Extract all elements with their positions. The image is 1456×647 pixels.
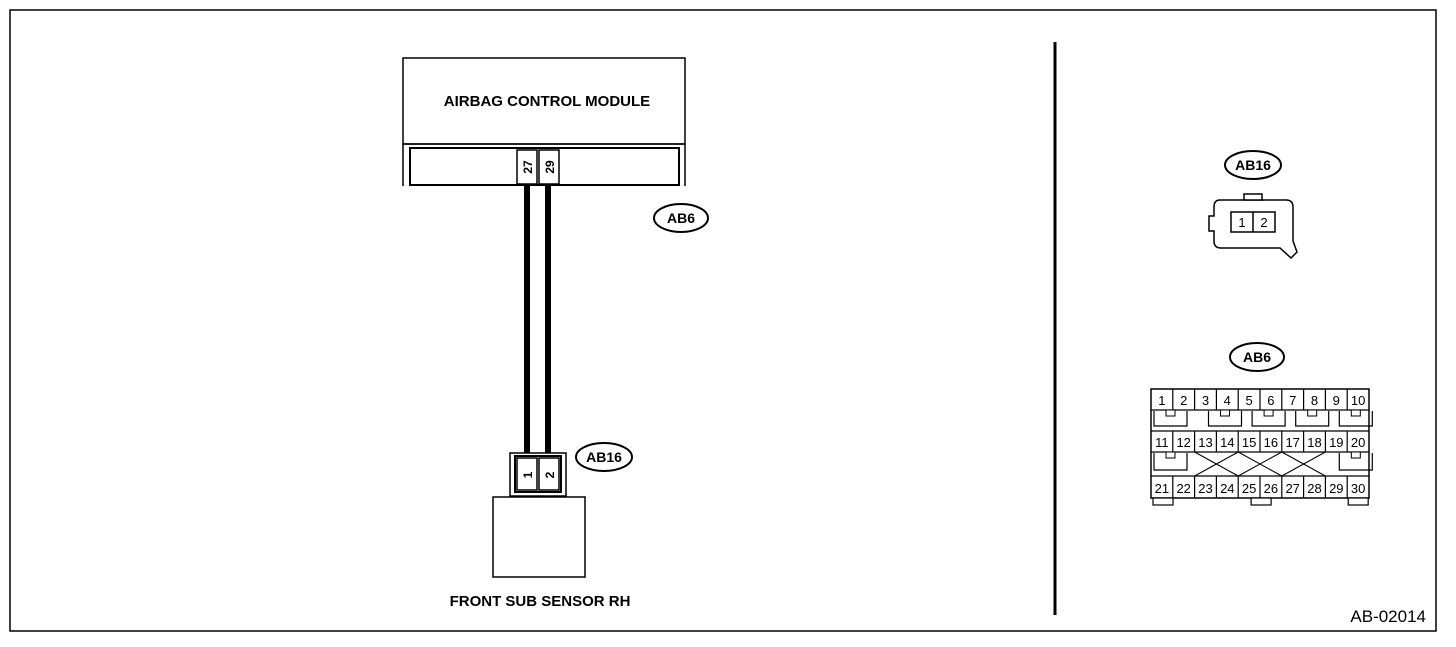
ab6-view-blank-cross bbox=[1281, 451, 1326, 477]
ab16-connector-view: AB16 1 2 bbox=[1208, 150, 1298, 260]
ab6-view-latch-tab bbox=[1263, 409, 1274, 417]
sensor-pin-2: 2 bbox=[543, 471, 557, 478]
ab6-view-bottom-tab bbox=[1347, 497, 1369, 506]
harness-wires bbox=[524, 185, 551, 456]
ab6-view-bottom-tab bbox=[1250, 497, 1272, 506]
ab6-view-pin: 26 bbox=[1264, 481, 1278, 496]
ab6-view-tag-label: AB6 bbox=[1243, 349, 1271, 365]
ab6-view-tag-oval bbox=[1229, 342, 1285, 372]
sensor-connector: 1 2 bbox=[509, 452, 567, 497]
ab6-view-latch bbox=[1153, 411, 1188, 427]
ab6-view-pin: 12 bbox=[1176, 435, 1190, 450]
ab6-view-pin: 8 bbox=[1311, 393, 1318, 408]
ab6-view-pin: 28 bbox=[1307, 481, 1321, 496]
sensor-name: FRONT SUB SENSOR RH bbox=[450, 593, 631, 610]
ab6-view-pin: 30 bbox=[1351, 481, 1365, 496]
ab6-view-latch bbox=[1251, 411, 1286, 427]
ab6-view-pin: 4 bbox=[1224, 393, 1231, 408]
sensor-pin-1: 1 bbox=[521, 471, 535, 478]
ab6-view-pin: 9 bbox=[1333, 393, 1340, 408]
ab6-view-latch bbox=[1338, 453, 1373, 471]
ab6-view-pin: 20 bbox=[1351, 435, 1365, 450]
ab6-view-pin: 21 bbox=[1155, 481, 1169, 496]
ab6-tag-label: AB6 bbox=[667, 210, 695, 226]
ab6-view-pin: 1 bbox=[1158, 393, 1165, 408]
ab6-view-latch-tab bbox=[1350, 409, 1361, 417]
ab6-view-pin: 11 bbox=[1155, 435, 1169, 450]
ab16-view-tag-label: AB16 bbox=[1235, 157, 1271, 173]
ab6-view-pin: 27 bbox=[1285, 481, 1299, 496]
ab6-view-pin: 18 bbox=[1307, 435, 1321, 450]
airbag-control-module: AIRBAG CONTROL MODULE 27 29 bbox=[402, 57, 686, 186]
ab6-view-latch bbox=[1295, 411, 1330, 427]
ab6-tag-oval bbox=[653, 203, 709, 233]
module-pin-29-box bbox=[538, 149, 560, 185]
front-sub-sensor: FRONT SUB SENSOR RH bbox=[450, 496, 631, 610]
ab6-view-pin: 29 bbox=[1329, 481, 1343, 496]
sensor-connector-tag: AB16 bbox=[575, 442, 633, 472]
ab6-view-latch bbox=[1338, 411, 1373, 427]
ab16-view-pin-2: 2 bbox=[1260, 215, 1267, 230]
ab6-view-blank-cross bbox=[1194, 451, 1239, 477]
module-pin-27: 27 bbox=[521, 160, 535, 174]
ab6-view-pin: 23 bbox=[1198, 481, 1212, 496]
ab6-view-pin: 10 bbox=[1351, 393, 1365, 408]
ab6-view-bottom-tab bbox=[1152, 497, 1174, 506]
ab6-view-pin: 16 bbox=[1264, 435, 1278, 450]
ab6-view-pin: 14 bbox=[1220, 435, 1234, 450]
ab6-view-pin: 3 bbox=[1202, 393, 1209, 408]
ab6-view-pin: 7 bbox=[1289, 393, 1296, 408]
ab16-view-latch bbox=[1243, 193, 1263, 201]
module-name: AIRBAG CONTROL MODULE bbox=[444, 93, 650, 110]
ab6-view-pin: 25 bbox=[1242, 481, 1256, 496]
ab6-view-pin: 17 bbox=[1285, 435, 1299, 450]
ab6-view-pin: 15 bbox=[1242, 435, 1256, 450]
ab6-view-pin: 13 bbox=[1198, 435, 1212, 450]
ab16-tag-label: AB16 bbox=[586, 449, 622, 465]
sensor-pin-2-box bbox=[538, 457, 560, 491]
ab6-view-latch-tab bbox=[1165, 451, 1176, 459]
ab6-view-pin: 24 bbox=[1220, 481, 1234, 496]
ab6-view-pin: 5 bbox=[1245, 393, 1252, 408]
sensor-pin-1-box bbox=[516, 457, 538, 491]
ab16-view-pin-1: 1 bbox=[1238, 215, 1245, 230]
diagram-code: AB-02014 bbox=[1350, 607, 1426, 626]
ab6-view-latch-tab bbox=[1307, 409, 1318, 417]
diagram-frame bbox=[9, 9, 1437, 632]
module-connector-tag: AB6 bbox=[653, 203, 709, 233]
module-pin-27-box bbox=[516, 149, 538, 185]
ab16-tag-oval bbox=[575, 442, 633, 472]
ab6-view-latch-tab bbox=[1220, 409, 1230, 417]
ab6-view-pin: 22 bbox=[1176, 481, 1190, 496]
ab6-view-pin: 19 bbox=[1329, 435, 1343, 450]
ab6-view-latch bbox=[1207, 411, 1243, 427]
ab6-view-blank-cross bbox=[1237, 451, 1283, 477]
sensor-body bbox=[492, 496, 586, 578]
module-connector-housing bbox=[402, 143, 686, 186]
ab6-view-latch-tab bbox=[1350, 451, 1361, 459]
ab6-view-pin: 2 bbox=[1180, 393, 1187, 408]
module-pin-29: 29 bbox=[543, 160, 557, 174]
ab6-view-pin: 6 bbox=[1267, 393, 1274, 408]
ab6-view-latch bbox=[1153, 453, 1188, 471]
ab16-view-tag-oval bbox=[1224, 150, 1282, 180]
ab6-view-latch-tab bbox=[1165, 409, 1176, 417]
